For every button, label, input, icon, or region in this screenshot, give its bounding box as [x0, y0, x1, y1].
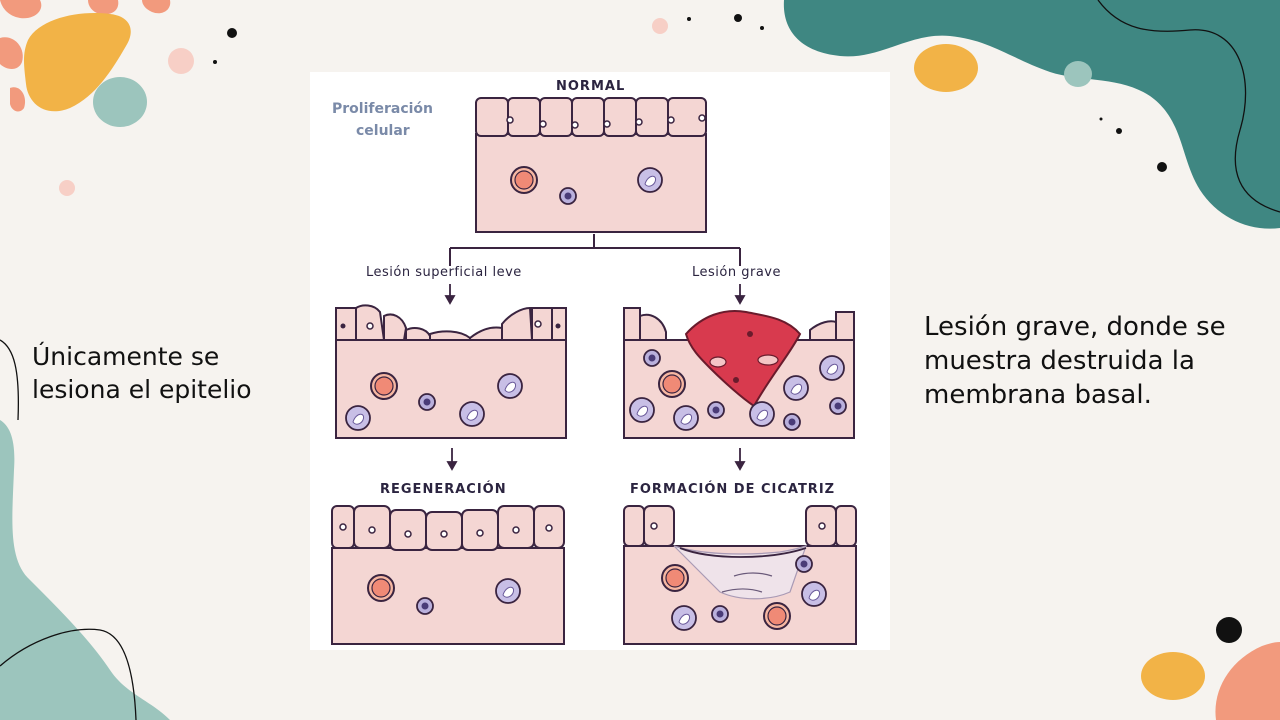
orange-blob-bottom-right: [1141, 652, 1205, 700]
black-dot: [734, 14, 742, 22]
tissue-repair-diagram: Proliferación celular NORMAL: [310, 72, 890, 650]
severe-injury-description: Lesión grave, donde se muestra destruida…: [924, 312, 1226, 410]
severe-injury-label: Lesión grave: [692, 265, 781, 280]
scar-area: [673, 545, 807, 600]
black-dot: [213, 60, 217, 64]
black-dot: [687, 17, 691, 21]
pink-dot: [59, 180, 75, 196]
proliferation-label-line1: Proliferación: [332, 101, 433, 117]
normal-label: NORMAL: [556, 79, 625, 94]
branch-connector: [449, 234, 741, 266]
orange-blob-top-right: [914, 44, 978, 92]
mild-injury-label: Lesión superficial leve: [366, 265, 522, 280]
normal-epithelium: [475, 97, 707, 137]
black-dot: [1216, 617, 1242, 643]
pink-dot: [168, 48, 194, 74]
mild-injury-description: Únicamente se lesiona el epitelio: [32, 342, 252, 404]
down-arrows: [444, 284, 746, 471]
regeneration-label: REGENERACIÓN: [380, 481, 507, 497]
tissue-repair-svg: Proliferación celular NORMAL: [331, 79, 857, 645]
severe-injury-tissue: [623, 307, 855, 439]
black-dot: [227, 28, 237, 38]
regeneration-tissue: [331, 505, 565, 645]
outline-curve-left: [0, 339, 20, 421]
salmon-petal: [0, 37, 23, 69]
teal-blob-top-right: [783, 0, 1280, 229]
salmon-blob-top-left: [0, 0, 42, 19]
salmon-petal: [88, 0, 119, 15]
mint-blob-bottom-left: [0, 420, 170, 720]
lesion-clot: [684, 310, 802, 408]
salmon-blob-bottom-right: [1215, 642, 1280, 720]
outline-curve-bottom-left: [0, 628, 137, 720]
salmon-petal: [142, 0, 171, 14]
black-dot: [1157, 162, 1167, 172]
scar-tissue: [623, 505, 857, 645]
orange-blob-top-left: [24, 13, 131, 112]
black-dot: [1099, 117, 1103, 121]
mild-injury-tissue: [335, 304, 567, 439]
mint-blob-top-left: [93, 77, 147, 127]
black-dot: [760, 26, 764, 30]
outline-curve: [1097, 0, 1280, 213]
pink-dot: [652, 18, 668, 34]
salmon-petal: [10, 87, 26, 112]
mint-blob-top-right: [1064, 61, 1092, 87]
normal-tissue: [475, 97, 707, 233]
scar-formation-label: FORMACIÓN DE CICATRIZ: [630, 481, 835, 497]
black-dot: [1116, 128, 1122, 134]
proliferation-label-line2: celular: [356, 123, 410, 139]
